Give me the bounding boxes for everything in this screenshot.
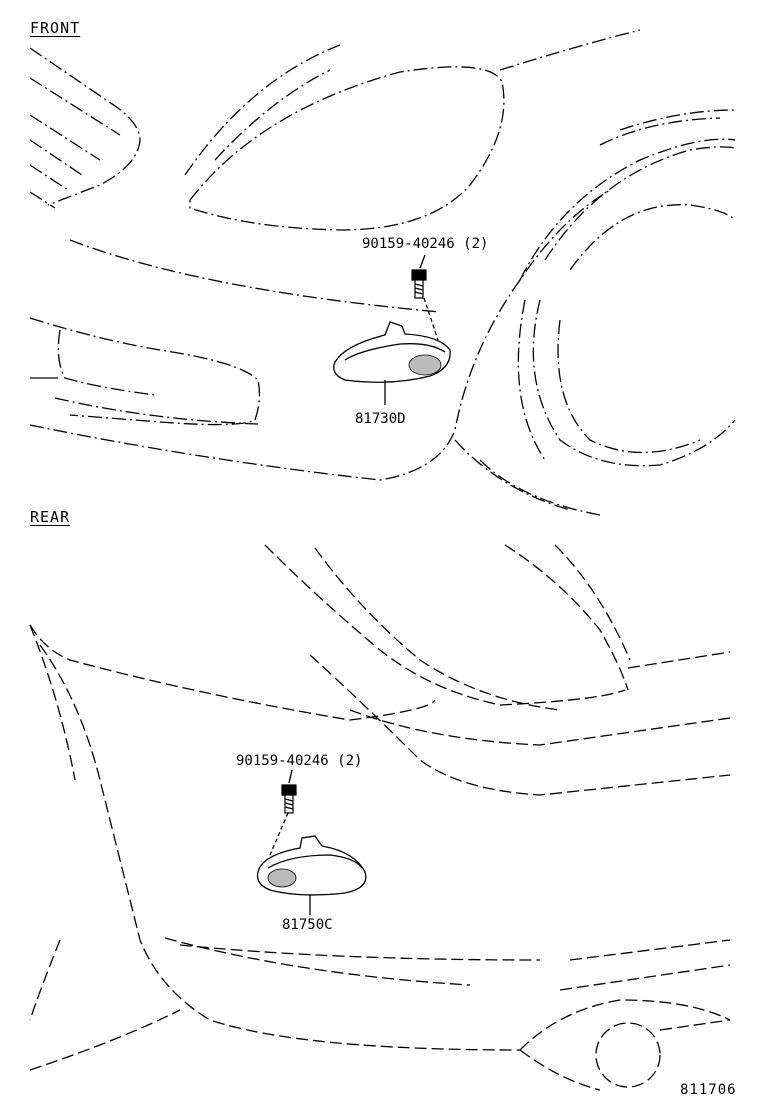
front-bolt-leader xyxy=(424,298,438,340)
rear-bolt-label-leader xyxy=(289,770,292,783)
front-bolt-label-leader xyxy=(420,255,425,268)
rear-bolt-part-number: 90159-40246 (2) xyxy=(236,753,363,769)
front-side-marker-lamp xyxy=(334,322,450,405)
front-section-label: FRONT xyxy=(30,19,81,37)
rear-side-marker-lamp xyxy=(258,836,366,915)
front-car-outline xyxy=(30,30,735,515)
diagram-code: 811706 xyxy=(680,1082,737,1098)
front-bolt-part-number: 90159-40246 (2) xyxy=(362,236,489,252)
front-lamp-part-number: 81730D xyxy=(355,411,406,427)
rear-section-label: REAR xyxy=(30,508,71,526)
rear-bolt-icon xyxy=(282,785,296,813)
rear-bolt-leader xyxy=(270,813,288,855)
exhaust-pipe xyxy=(520,1023,660,1090)
rear-lamp-part-number: 81750C xyxy=(282,917,333,933)
rear-car-outline xyxy=(30,545,730,1070)
front-bolt-icon xyxy=(412,270,426,298)
